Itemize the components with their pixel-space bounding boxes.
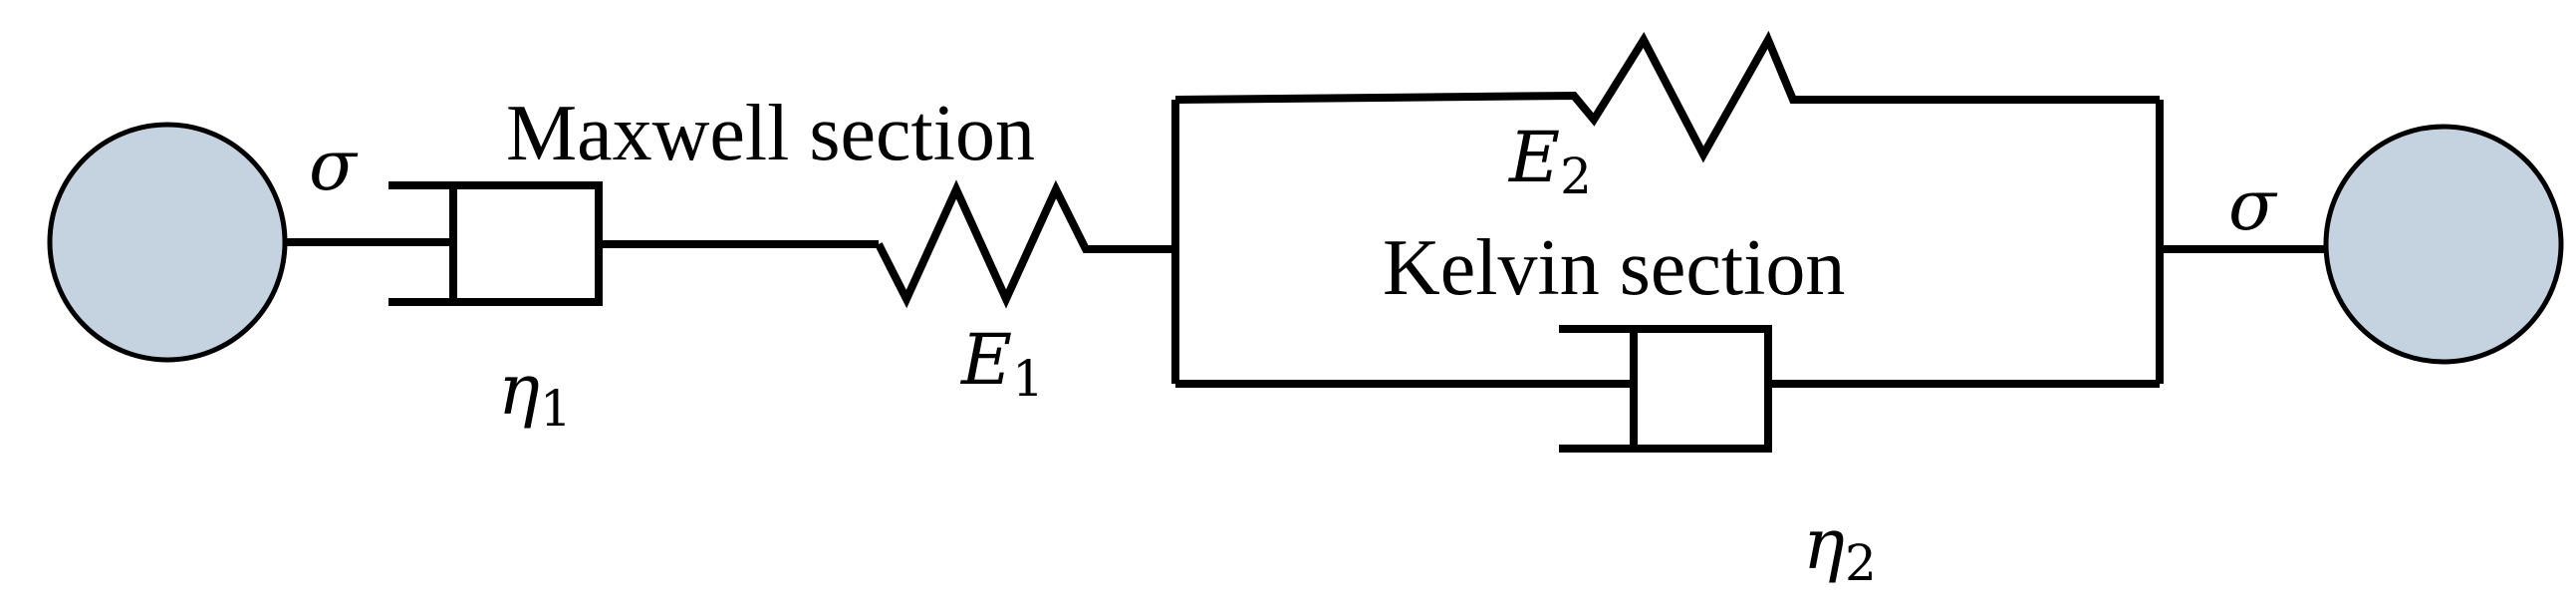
stress-right-symbol: σ [2228, 164, 2278, 246]
kelvin-section-label: Kelvin section [1383, 224, 1845, 312]
dashpot-eta1 [388, 181, 879, 306]
dashpot-eta2 [1559, 325, 1772, 453]
e1-label: E1 [959, 319, 1044, 408]
e2-label: E2 [1507, 117, 1592, 205]
spring-e1 [875, 179, 1167, 309]
stress-left-symbol: σ [309, 125, 359, 206]
left-mass-circle [47, 122, 288, 363]
right-mass-circle [2323, 124, 2564, 365]
eta2-label: η2 [1803, 503, 1877, 592]
maxwell-section-label: Maxwell section [506, 90, 1035, 177]
eta1-label: η1 [498, 349, 572, 438]
kelvin-frame [1167, 30, 2164, 388]
